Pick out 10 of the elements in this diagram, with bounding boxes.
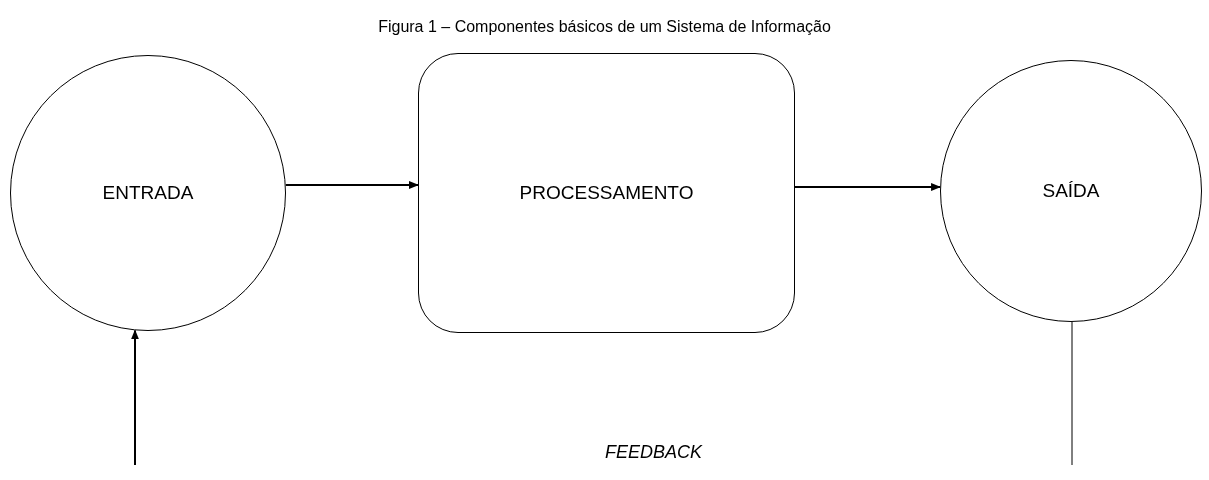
arrow bbox=[284, 181, 419, 189]
loop-label: FEEDBACK bbox=[605, 442, 703, 463]
arrow bbox=[131, 329, 139, 466]
connector-line bbox=[1071, 321, 1073, 466]
figure-title: Figura 1 – Componentes básicos de um Sistema de Informação bbox=[377, 18, 832, 36]
process-box bbox=[418, 53, 795, 333]
node-label: SAÍDA bbox=[1041, 180, 1101, 202]
node-label: PROCESSAMENTO bbox=[518, 182, 695, 204]
node-label: ENTRADA bbox=[101, 182, 195, 204]
arrow bbox=[794, 183, 942, 191]
